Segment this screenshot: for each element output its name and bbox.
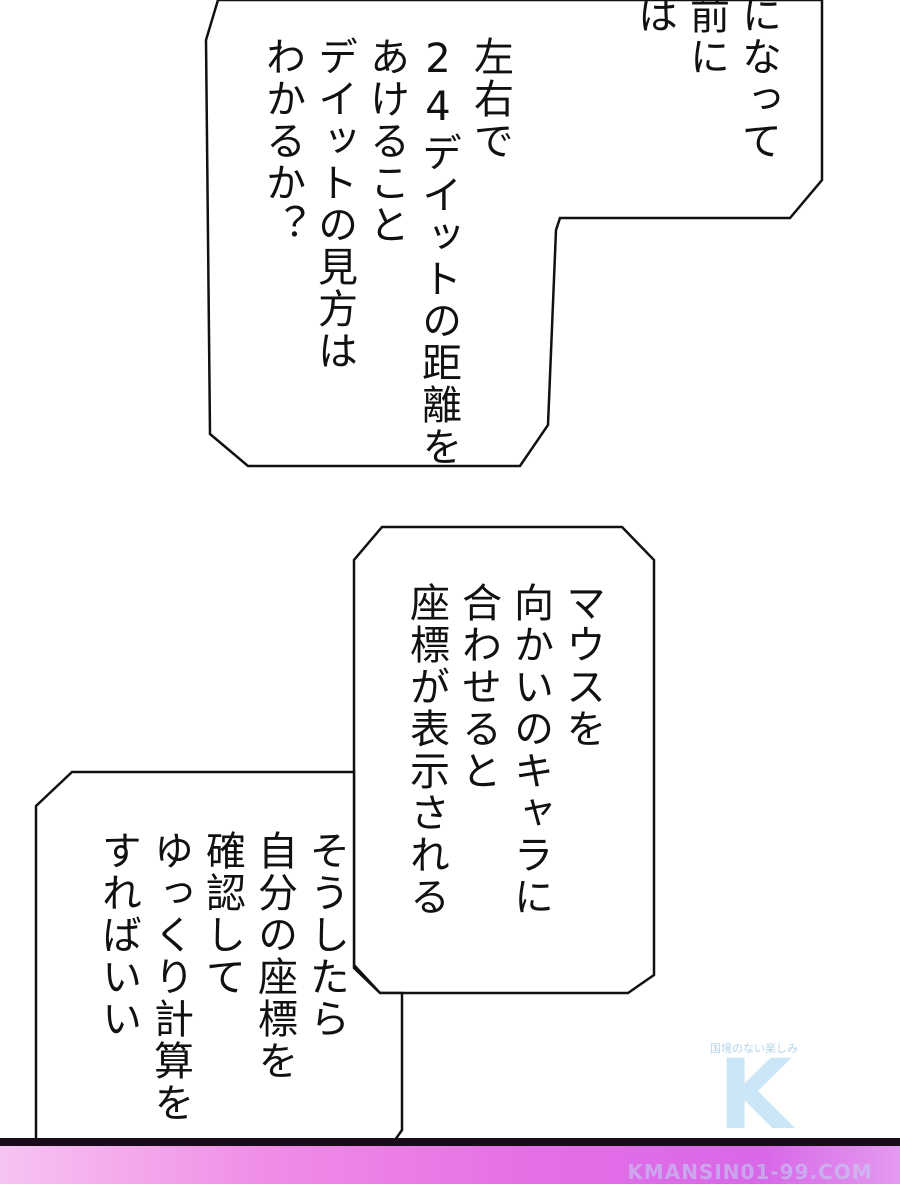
text-column: デイットの見方は xyxy=(311,36,357,372)
text-column: すればいい xyxy=(95,830,141,1040)
text-column: 合わせると xyxy=(455,582,501,792)
bubble-bottom-text: そうしたら 自分の座標を 確認して ゆっくり計算を すればいい xyxy=(92,830,352,1124)
text-column: マウスを xyxy=(559,582,605,750)
text-column: 前に xyxy=(683,0,729,78)
text-column: わかるか？ xyxy=(259,36,305,246)
text-column: あけること xyxy=(363,36,409,246)
watermark-tagline: 国境のない楽しみ xyxy=(710,1042,798,1055)
speech-bubble-middle xyxy=(352,525,656,995)
bubble-top-text: 左右で 24デイットの距離を あけること デイットの見方は わかるか？ xyxy=(256,36,516,468)
watermark-logo-icon: K xyxy=(717,1039,793,1151)
speech-bubble-top xyxy=(204,0,824,468)
text-column: 座標が表示される xyxy=(403,582,449,918)
watermark-url: KMANSIN01-99.COM xyxy=(627,1160,873,1184)
panel-border xyxy=(0,1138,900,1146)
speech-bubble-bottom xyxy=(34,770,404,1178)
text-column: ゆっくり計算を xyxy=(147,830,193,1124)
text-column: 確認して xyxy=(199,830,245,998)
text-column: 向かいのキャラに xyxy=(507,582,553,918)
text-column: 左右で xyxy=(467,36,513,162)
text-column: そうしたら xyxy=(303,830,349,1040)
bubble-top-partial-text: になって 前に は xyxy=(628,0,784,162)
text-column: になって xyxy=(735,0,781,162)
bubble-middle-text: マウスを 向かいのキャラに 合わせると 座標が表示される xyxy=(400,582,608,918)
text-column: 自分の座標を xyxy=(251,830,297,1082)
text-column: は xyxy=(631,0,677,36)
text-column: 24デイットの距離を xyxy=(415,36,461,468)
next-panel-glow xyxy=(0,1146,900,1184)
